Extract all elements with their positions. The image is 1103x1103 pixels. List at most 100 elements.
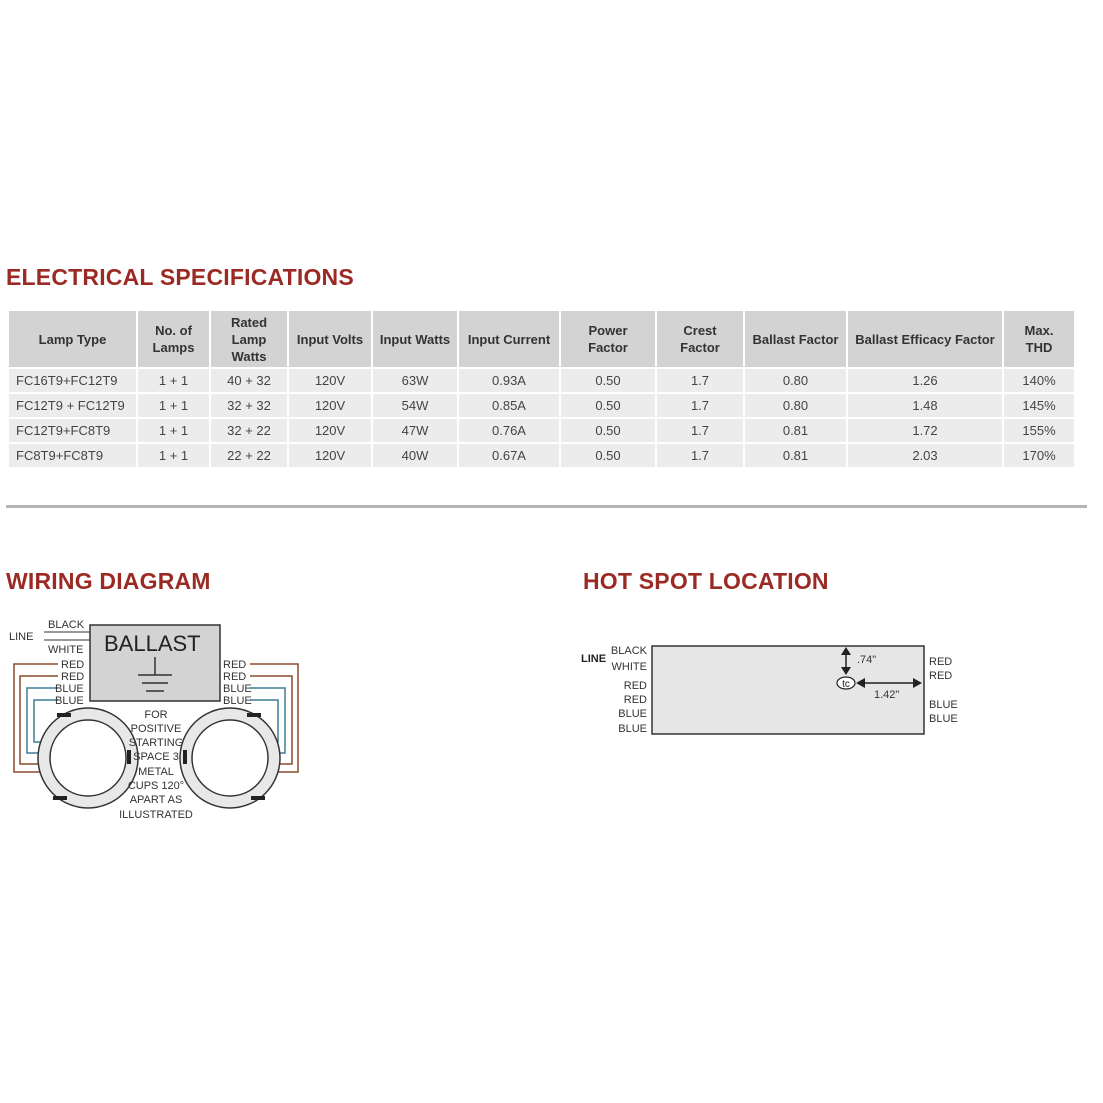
tc-marker-icon (836, 676, 856, 690)
cell-ballast-factor: 0.81 (745, 444, 846, 467)
ballast-label: BALLAST (104, 631, 201, 656)
cell-ballast-factor: 0.80 (745, 394, 846, 417)
cell-input-volts: 120V (289, 419, 371, 442)
cell-power-factor: 0.50 (561, 444, 655, 467)
header-ballast-factor: Ballast Factor (745, 311, 846, 367)
cell-max-thd: 140% (1004, 369, 1074, 392)
cell-input-watts: 63W (373, 369, 457, 392)
black-label: BLACK (48, 619, 85, 631)
cell-rated-lamp-watts: 40 + 32 (211, 369, 287, 392)
right-wire-label: RED (929, 656, 952, 668)
cell-crest-factor: 1.7 (657, 394, 743, 417)
note-line: ILLUSTRATED (119, 809, 193, 821)
line-label: LINE (9, 631, 33, 643)
cell-input-volts: 120V (289, 444, 371, 467)
note-line: APART AS (130, 794, 183, 806)
header-line: Lamp (231, 331, 267, 347)
horizontal-dimension-label: 1.42" (874, 689, 899, 701)
right-wire-label: RED (223, 659, 246, 671)
note-line: SPACE 3 (133, 751, 179, 763)
cell-crest-factor: 1.7 (657, 369, 743, 392)
cell-lamp-type: FC12T9 + FC12T9 (9, 394, 136, 417)
cell-no-of-lamps: 1 + 1 (138, 419, 209, 442)
electrical-specifications-title: ELECTRICAL SPECIFICATIONS (6, 264, 354, 290)
blue-wire-left-outer (26, 687, 58, 754)
table-row: FC12T9+FC8T9 1 + 1 32 + 22 120V 47W 0.76… (9, 419, 1074, 442)
cell-crest-factor: 1.7 (657, 419, 743, 442)
left-wire-label: BLUE (55, 683, 84, 695)
cell-rated-lamp-watts: 22 + 22 (211, 444, 287, 467)
header-power-factor: Power Factor (561, 311, 655, 367)
white-label: WHITE (48, 644, 83, 656)
cell-ballast-factor: 0.81 (745, 419, 846, 442)
cell-ballast-efficacy-factor: 2.03 (848, 444, 1002, 467)
header-input-current: Input Current (459, 311, 559, 367)
cell-lamp-type: FC12T9+FC8T9 (9, 419, 136, 442)
left-wire-label: RED (624, 694, 647, 706)
cell-input-watts: 47W (373, 419, 457, 442)
left-wire-label: RED (61, 659, 84, 671)
wiring-diagram-title: WIRING DIAGRAM (6, 568, 211, 594)
cell-input-current: 0.93A (459, 369, 559, 392)
header-input-watts: Input Watts (373, 311, 457, 367)
table-row: FC12T9 + FC12T9 1 + 1 32 + 32 120V 54W 0… (9, 394, 1074, 417)
wiring-diagram: BLACK LINE WHITE BALLAST RED RED BLUE BL… (9, 619, 299, 821)
left-wire-label: RED (624, 680, 647, 692)
cell-input-watts: 40W (373, 444, 457, 467)
right-wire-label: RED (223, 671, 246, 683)
cell-power-factor: 0.50 (561, 369, 655, 392)
right-wire-label: RED (929, 670, 952, 682)
cell-max-thd: 145% (1004, 394, 1074, 417)
right-wire-label: BLUE (929, 713, 958, 725)
cell-no-of-lamps: 1 + 1 (138, 444, 209, 467)
ground-icon (138, 657, 172, 692)
vertical-dimension-label: .74" (857, 654, 876, 666)
cell-ballast-factor: 0.80 (745, 369, 846, 392)
hot-spot-diagram: LINE BLACK WHITE RED RED BLUE BLUE RED R… (581, 645, 958, 735)
vertical-dimension-arrow (841, 647, 851, 675)
ballast-outline (651, 645, 925, 735)
cell-max-thd: 155% (1004, 419, 1074, 442)
blue-wire-left-inner (33, 699, 58, 743)
circular-lamp-left (37, 707, 139, 809)
note-line: CUPS 120° (128, 780, 184, 792)
header-max-thd: Max. THD (1004, 311, 1074, 367)
right-wire-label: BLUE (223, 695, 252, 707)
table-row: FC16T9+FC12T9 1 + 1 40 + 32 120V 63W 0.9… (9, 369, 1074, 392)
cell-no-of-lamps: 1 + 1 (138, 394, 209, 417)
left-wire-label: BLUE (618, 723, 647, 735)
left-wire-label: BLUE (618, 708, 647, 720)
cell-power-factor: 0.50 (561, 394, 655, 417)
header-lamp-type: Lamp Type (9, 311, 136, 367)
cell-input-current: 0.67A (459, 444, 559, 467)
header-crest-factor: Crest Factor (657, 311, 743, 367)
note-line: STARTING (129, 737, 184, 749)
header-line: No. of (155, 323, 192, 338)
cell-input-volts: 120V (289, 394, 371, 417)
cell-input-volts: 120V (289, 369, 371, 392)
header-no-of-lamps: No. of Lamps (138, 311, 209, 367)
left-wire-label: BLACK (611, 645, 648, 657)
circular-lamp-right (179, 707, 281, 809)
cell-max-thd: 170% (1004, 444, 1074, 467)
horizontal-dimension-arrow (856, 678, 922, 688)
cell-lamp-type: FC8T9+FC8T9 (9, 444, 136, 467)
right-wire-label: BLUE (223, 683, 252, 695)
note-line: METAL (138, 766, 174, 778)
section-divider (6, 505, 1087, 508)
right-wire-label: BLUE (929, 699, 958, 711)
header-ballast-efficacy-factor: Ballast Efficacy Factor (848, 311, 1002, 367)
cell-rated-lamp-watts: 32 + 32 (211, 394, 287, 417)
cell-input-watts: 54W (373, 394, 457, 417)
cell-power-factor: 0.50 (561, 419, 655, 442)
header-line: Lamps (152, 340, 195, 355)
note-line: FOR (144, 709, 167, 721)
cell-crest-factor: 1.7 (657, 444, 743, 467)
red-wire-left-outer (13, 663, 58, 773)
cell-ballast-efficacy-factor: 1.72 (848, 419, 1002, 442)
cell-ballast-efficacy-factor: 1.26 (848, 369, 1002, 392)
line-label: LINE (581, 653, 606, 665)
